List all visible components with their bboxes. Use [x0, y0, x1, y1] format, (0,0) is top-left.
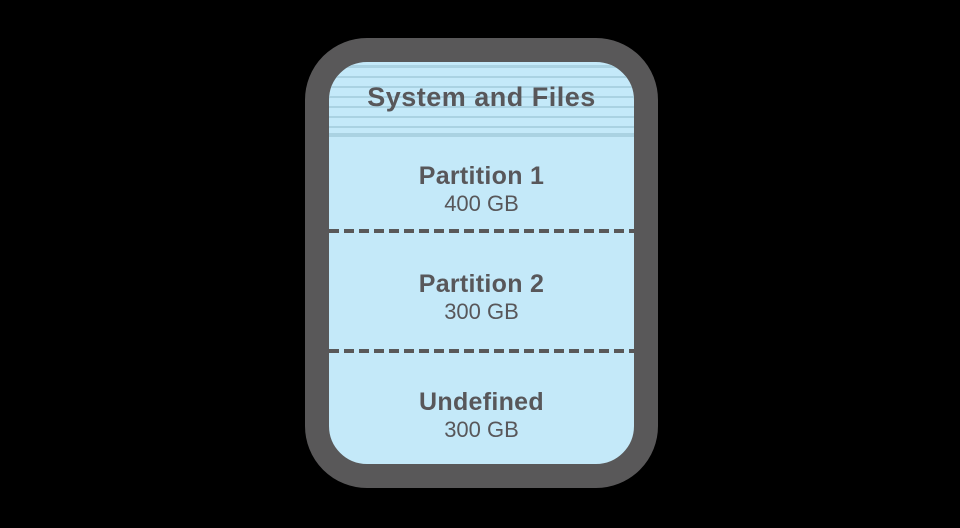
undefined-name: Undefined — [419, 387, 544, 416]
partition-2-section: Partition 2 300 GB — [329, 233, 634, 349]
dashed-divider-1 — [329, 229, 634, 233]
partition-1-name: Partition 1 — [418, 162, 545, 190]
dashed-divider-2 — [329, 349, 634, 353]
partition-2-name: Partition 2 — [418, 270, 545, 298]
undefined-section: Undefined 300 GB — [329, 353, 634, 464]
system-files-label: System and Files — [367, 82, 596, 112]
partition-2-size: 300 GB — [444, 299, 519, 324]
partition-1-section: Partition 1 400 GB — [329, 137, 634, 229]
partition-1-size: 400 GB — [444, 191, 519, 216]
disk-partition-diagram: System and Files Partition 1 400 GB Part… — [305, 38, 658, 488]
system-files-section: System and Files — [329, 62, 634, 137]
undefined-size: 300 GB — [444, 416, 519, 442]
